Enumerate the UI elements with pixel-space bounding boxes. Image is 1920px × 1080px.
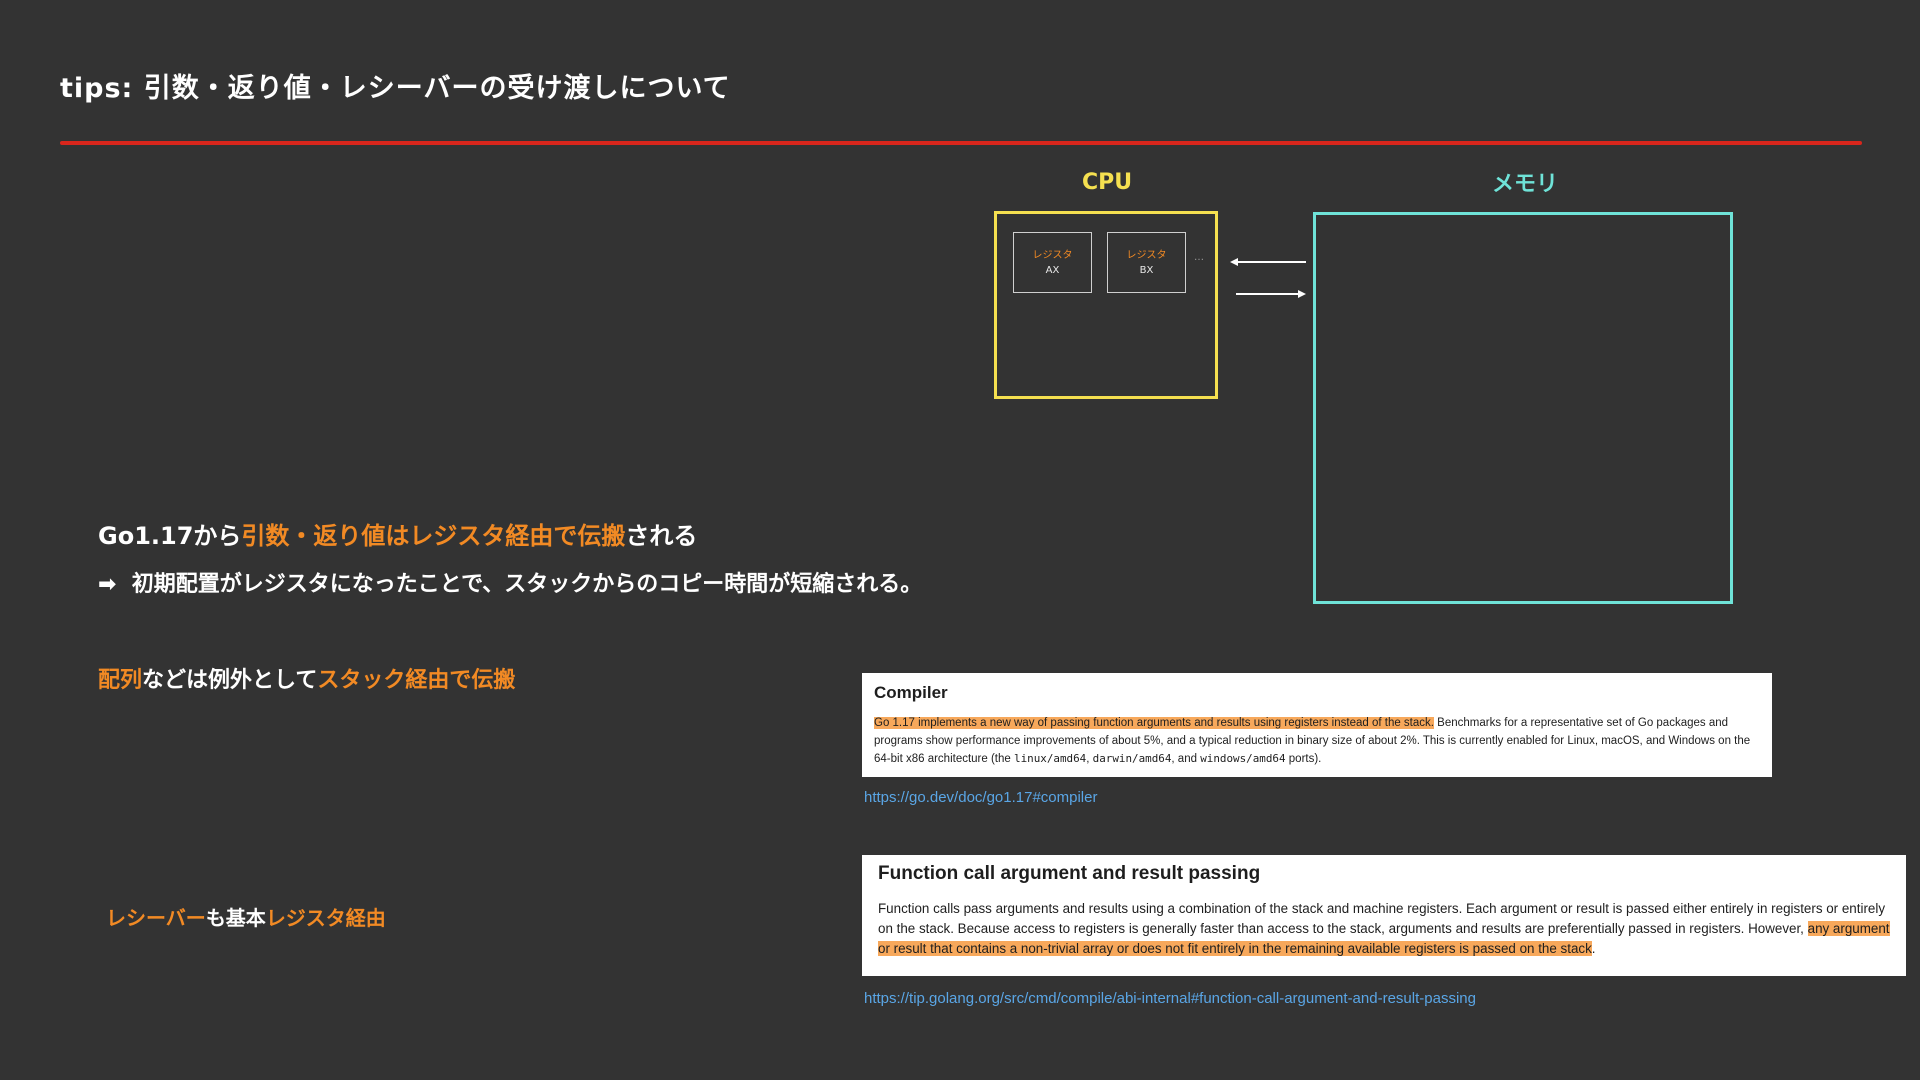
register-ax: レジスタ AX [1013,232,1092,293]
register-name: レジスタ [1032,250,1073,261]
point-copy-time: ➡ 初期配置がレジスタになったことで、スタックからのコピー時間が短縮される。 [98,566,922,598]
register-name: レジスタ [1126,250,1167,261]
data-transfer-arrows [1230,258,1306,298]
point-emphasis: レジスタ経由 [265,906,386,930]
doc-code: windows/amd64 [1200,752,1286,765]
memory-label: メモリ [1492,172,1559,197]
compiler-release-note: Compiler Go 1.17 implements a new way of… [862,673,1772,777]
right-arrow-icon: ➡ [98,572,117,597]
compiler-doc-link[interactable]: https://go.dev/doc/go1.17#compiler [864,789,1098,806]
doc-text: , and [1171,753,1201,765]
register-id: AX [1045,265,1060,276]
point-emphasis: 配列 [98,668,143,693]
doc-text: Function calls pass arguments and result… [878,901,1886,936]
cpu-box [994,211,1218,399]
doc-highlight: Go 1.17 implements a new way of passing … [874,717,1434,729]
point-text: 初期配置がレジスタになったことで、スタックからのコピー時間が短縮される。 [131,572,923,597]
doc-text: . [1591,941,1596,956]
point-receiver: レシーバーも基本レジスタ経由 [106,902,386,931]
doc-body: Go 1.17 implements a new way of passing … [874,715,1760,769]
slide-title: tips: 引数・返り値・レシーバーの受け渡しについて [60,73,731,104]
doc-body: Function calls pass arguments and result… [878,899,1890,959]
point-emphasis: スタック [317,668,406,693]
doc-code: linux/amd64 [1014,752,1087,765]
point-emphasis: 引数・返り値はレジスタ経由で伝搬 [241,522,626,550]
point-text: される [625,522,698,550]
point-text: などは例外として [142,668,318,693]
doc-heading: Function call argument and result passin… [878,863,1261,884]
point-text: も基本 [205,906,266,930]
register-id: BX [1139,265,1154,276]
abi-internal-excerpt: Function call argument and result passin… [862,855,1906,976]
cpu-label: CPU [1082,170,1133,195]
register-ellipsis: … [1194,252,1204,263]
title-divider [60,141,1862,145]
memory-box [1313,212,1733,604]
arrow-left-icon [1230,258,1306,266]
point-text: Go1.17から [98,522,242,550]
doc-text: , [1086,753,1093,765]
abi-doc-link[interactable]: https://tip.golang.org/src/cmd/compile/a… [864,990,1476,1007]
point-arrays-exception: 配列などは例外としてスタック経由で伝搬 [98,662,515,694]
doc-heading: Compiler [874,683,948,702]
register-bx: レジスタ BX [1107,232,1186,293]
point-emphasis: レシーバー [106,906,206,930]
point-emphasis: 経由で伝搬 [405,668,516,693]
arrow-right-icon [1236,290,1306,298]
point-go117-registers: Go1.17から引数・返り値はレジスタ経由で伝搬される [98,516,697,551]
doc-text: ports). [1285,753,1322,765]
doc-code: darwin/amd64 [1092,752,1172,765]
doc-text: Benchmarks for a representative set of G… [874,717,1751,765]
